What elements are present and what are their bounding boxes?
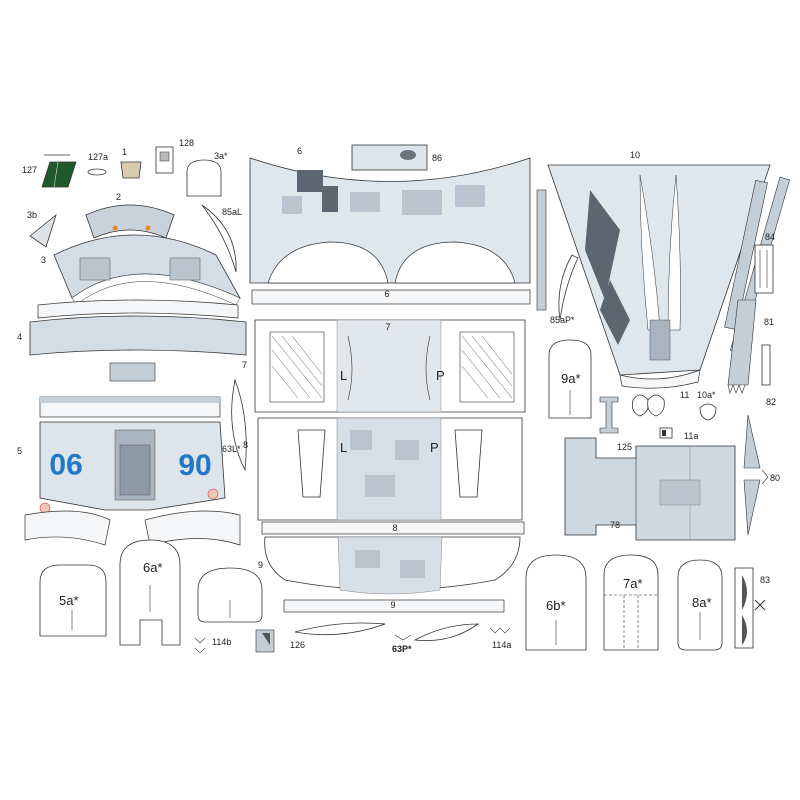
- part-6a: [119, 539, 181, 646]
- label-9a: 9a*: [561, 371, 581, 386]
- part-86: [351, 144, 428, 171]
- label-6a: 6a*: [143, 560, 163, 575]
- part-7a: [603, 554, 659, 651]
- strip-vertical: [536, 189, 547, 311]
- part-81: [727, 299, 757, 395]
- seg-6: 6: [384, 289, 389, 299]
- label-85aP: 85aP*: [550, 315, 575, 325]
- label-125: 125: [617, 442, 632, 452]
- label-7a: 7a*: [623, 576, 643, 591]
- part-7: L P 7: [254, 319, 526, 413]
- side-l-7: L: [340, 368, 347, 383]
- part-6: 6: [249, 157, 531, 305]
- label-126: 126: [290, 640, 305, 650]
- part-84: [754, 244, 774, 294]
- part-114a: [489, 627, 511, 634]
- part-114b: [194, 637, 206, 654]
- label-5a: 5a*: [59, 593, 79, 608]
- part-3b: [29, 213, 57, 248]
- part-83: [734, 567, 766, 649]
- label-6: 6: [297, 146, 302, 156]
- label-81: 81: [764, 317, 774, 327]
- part-128: [155, 146, 174, 174]
- seg-8: 8: [392, 523, 397, 533]
- label-6b: 6b*: [546, 598, 566, 613]
- side-l-8: L: [340, 440, 347, 455]
- label-2: 2: [116, 192, 121, 202]
- label-8: 8: [243, 440, 248, 450]
- part-11: [631, 394, 665, 417]
- label-10a: 10a*: [697, 390, 716, 400]
- part-127: [41, 154, 77, 188]
- side-p-7: P: [436, 368, 445, 383]
- tail-number-right: 90: [178, 449, 211, 482]
- label-78: 78: [610, 520, 620, 530]
- part-9: 9: [264, 536, 521, 613]
- part-6b: [525, 554, 587, 651]
- part-11a: [659, 427, 673, 439]
- label-8a: 8a*: [692, 595, 712, 610]
- side-p-8: P: [430, 440, 439, 455]
- label-7: 7: [242, 360, 247, 370]
- part-126: [255, 629, 275, 653]
- label-82: 82: [766, 397, 776, 407]
- label-63P: 63P*: [392, 644, 412, 654]
- part-5a: [39, 564, 107, 637]
- label-63L: 63L*: [222, 444, 241, 454]
- label-114a: 114a: [492, 640, 511, 650]
- part-8a: [677, 559, 723, 651]
- label-3b: 3b: [27, 210, 37, 220]
- part-125: [599, 396, 619, 434]
- label-127: 127: [22, 165, 37, 175]
- part-82: [761, 344, 771, 386]
- part-85aL: [201, 204, 237, 273]
- label-10: 10: [630, 150, 640, 160]
- part-5: 90 90: [24, 396, 241, 546]
- tail-number-left: 90: [49, 447, 82, 480]
- part-80: [743, 414, 769, 536]
- label-80: 80: [770, 473, 780, 483]
- label-85aL: 85aL: [222, 207, 242, 217]
- label-128: 128: [179, 138, 194, 148]
- part-2: [85, 204, 175, 239]
- label-83: 83: [760, 575, 770, 585]
- part-9a: [548, 339, 592, 419]
- label-86: 86: [432, 153, 442, 163]
- label-114b: 114b: [212, 637, 231, 647]
- part-4: [29, 299, 247, 382]
- part-127a: [87, 168, 107, 176]
- label-84: 84: [765, 232, 775, 242]
- part-10a: [699, 403, 717, 421]
- part-8: L P 8: [257, 417, 525, 535]
- label-11a: 11a: [684, 431, 698, 441]
- label-3: 3: [41, 255, 46, 265]
- part-3a: [186, 159, 222, 197]
- part-4a: [197, 567, 263, 623]
- part-85aP: [558, 254, 579, 321]
- part-3: [53, 234, 241, 306]
- part-63L: [231, 378, 247, 472]
- label-1: 1: [122, 147, 127, 157]
- part-1: [120, 161, 142, 179]
- label-127a: 127a: [88, 152, 108, 162]
- label-11: 11: [680, 390, 689, 400]
- label-3a: 3a*: [214, 151, 228, 161]
- label-4: 4: [17, 332, 22, 342]
- seg-9: 9: [390, 600, 395, 610]
- part-63P: [294, 622, 480, 641]
- label-5: 5: [17, 446, 22, 456]
- part-78: [564, 437, 736, 541]
- seg-7: 7: [385, 322, 390, 332]
- label-9: 9: [258, 560, 263, 570]
